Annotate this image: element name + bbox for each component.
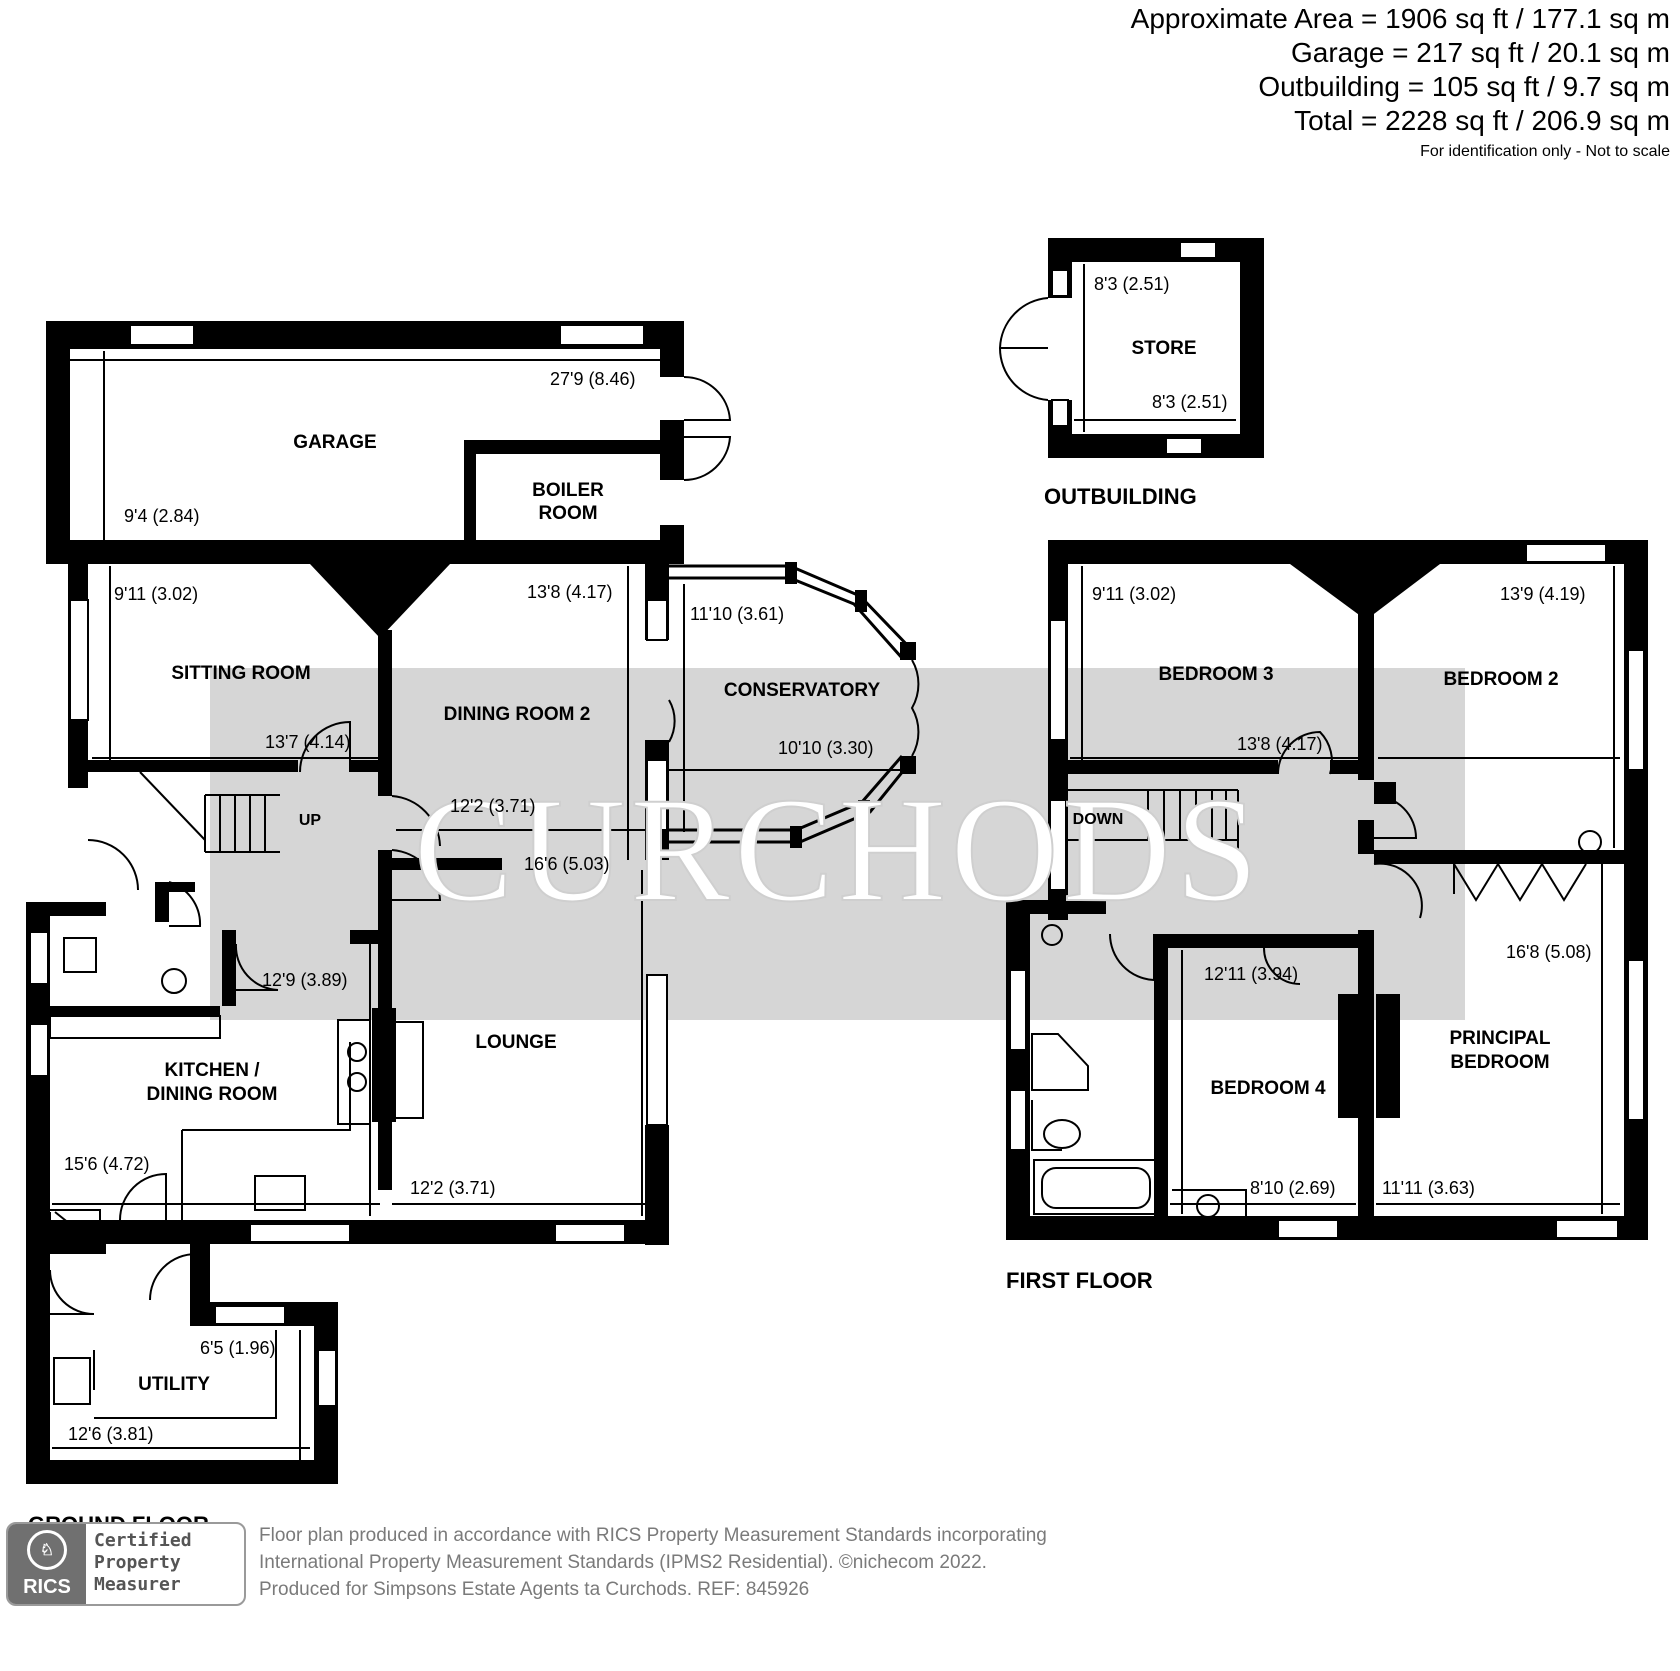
dim-kitchen-height: 12'9 (3.89) <box>262 970 348 990</box>
ground-floor-windows <box>29 324 668 1407</box>
ground-floor-doors <box>49 375 920 1315</box>
rics-logo-text: RICS <box>23 1575 71 1598</box>
outbuilding-area: Outbuilding = 105 sq ft / 9.7 sq m <box>1258 71 1670 102</box>
first-floor-doors <box>1108 730 1587 985</box>
dim-bedroom2-width: 13'9 (4.19) <box>1500 584 1586 604</box>
bathroom-fittings <box>1031 830 1602 1218</box>
dim-bedroom3-width: 9'11 (3.02) <box>1092 584 1176 604</box>
watermark-text: CURCHODS <box>414 767 1263 933</box>
footer-line-2: International Property Measurement Stand… <box>259 1552 987 1573</box>
badge-line-2: Property <box>94 1552 181 1573</box>
dim-utility-height: 6'5 (1.96) <box>200 1338 275 1358</box>
label-boiler-2: ROOM <box>538 503 597 524</box>
dim-lounge-width: 12'2 (3.71) <box>410 1178 496 1198</box>
ground-dimension-lines <box>52 351 900 1460</box>
label-bedroom-2: BEDROOM 2 <box>1443 669 1558 690</box>
label-kitchen-2: DINING ROOM <box>147 1084 278 1105</box>
dim-lounge-length: 16'6 (5.03) <box>524 854 610 874</box>
label-up: UP <box>299 812 322 829</box>
dim-dining-length: 12'2 (3.71) <box>450 796 536 816</box>
label-kitchen-1: KITCHEN / <box>165 1060 261 1081</box>
label-garage: GARAGE <box>293 432 376 453</box>
rics-certified-badge: ♘ RICS Certified Property Measurer <box>6 1522 246 1606</box>
label-dining-room-2: DINING ROOM 2 <box>444 704 591 725</box>
dim-principal-width: 11'11 (3.63) <box>1382 1178 1475 1198</box>
dim-garage-width: 9'4 (2.84) <box>124 506 199 526</box>
dim-sitting-length: 13'7 (4.14) <box>265 732 351 752</box>
label-boiler-1: BOILER <box>532 480 604 501</box>
chimney-breast-lounge <box>372 1008 396 1122</box>
label-bedroom-4: BEDROOM 4 <box>1210 1078 1326 1099</box>
label-sitting-room: SITTING ROOM <box>171 663 310 684</box>
identification-note: For identification only - Not to scale <box>1420 143 1670 160</box>
first-dimension-lines <box>1070 566 1620 1214</box>
outbuilding-dims <box>1074 264 1236 432</box>
room-labels: GARAGE BOILER ROOM SITTING ROOM DINING R… <box>138 338 1558 1395</box>
ground-stairs <box>139 771 280 853</box>
dim-kitchen-width: 15'6 (4.72) <box>64 1154 150 1174</box>
dim-sitting-width: 9'11 (3.02) <box>114 584 198 604</box>
lion-seal-icon: ♘ <box>27 1529 67 1570</box>
dim-dining-width: 13'8 (4.17) <box>527 582 613 602</box>
outbuilding-doors <box>998 297 1049 401</box>
label-principal-1: PRINCIPAL <box>1450 1028 1551 1049</box>
dim-bedroom4-width: 8'10 (2.69) <box>1250 1178 1336 1198</box>
dim-bedroom3-length: 13'8 (4.17) <box>1237 734 1323 754</box>
footer-line-3: Produced for Simpsons Estate Agents ta C… <box>259 1579 810 1600</box>
label-principal-2: BEDROOM <box>1450 1052 1549 1073</box>
conservatory-posts <box>785 562 916 848</box>
outbuilding-walls <box>1048 238 1264 458</box>
first-floor-windows <box>1009 543 1645 1239</box>
approximate-area: Approximate Area = 1906 sq ft / 177.1 sq… <box>1130 3 1670 34</box>
area-summary: Approximate Area = 1906 sq ft / 177.1 sq… <box>1131 2 1670 164</box>
label-store: STORE <box>1131 338 1196 359</box>
label-bedroom-3: BEDROOM 3 <box>1158 664 1273 685</box>
rics-badge-text: Certified Property Measurer <box>86 1524 200 1604</box>
dim-bedroom4-height: 12'11 (3.94) <box>1204 964 1298 984</box>
footer-credits: Floor plan produced in accordance with R… <box>259 1522 1047 1603</box>
dim-conservatory-height: 11'10 (3.61) <box>690 604 784 624</box>
outbuilding-label: OUTBUILDING <box>1044 484 1197 509</box>
total-area: Total = 2228 sq ft / 206.9 sq m <box>1294 105 1670 136</box>
dim-principal-height: 16'8 (5.08) <box>1506 942 1592 962</box>
rics-logo: ♘ RICS <box>8 1524 86 1604</box>
label-conservatory: CONSERVATORY <box>724 680 881 701</box>
label-down: DOWN <box>1073 811 1124 828</box>
dim-garage-length: 27'9 (8.46) <box>550 369 636 389</box>
dim-store-width: 8'3 (2.51) <box>1152 392 1227 412</box>
badge-line-3: Measurer <box>94 1574 181 1595</box>
dim-conservatory-width: 10'10 (3.30) <box>778 738 874 758</box>
badge-line-1: Certified <box>94 1530 192 1551</box>
footer-line-1: Floor plan produced in accordance with R… <box>259 1525 1047 1546</box>
conservatory-outline <box>669 564 914 844</box>
label-utility: UTILITY <box>138 1374 210 1395</box>
garage-area: Garage = 217 sq ft / 20.1 sq m <box>1291 37 1670 68</box>
outbuilding-windows <box>1051 241 1217 455</box>
first-stairs <box>1068 789 1239 850</box>
watermark-band <box>210 668 1465 1020</box>
kitchen-fittings <box>34 937 424 1419</box>
dim-store-height: 8'3 (2.51) <box>1094 274 1169 294</box>
label-lounge: LOUNGE <box>475 1032 556 1053</box>
first-floor-label: FIRST FLOOR <box>1006 1268 1153 1293</box>
dim-utility-width: 12'6 (3.81) <box>68 1424 154 1444</box>
dimension-labels: 27'9 (8.46) 9'4 (2.84) 9'11 (3.02) 13'7 … <box>64 274 1592 1444</box>
